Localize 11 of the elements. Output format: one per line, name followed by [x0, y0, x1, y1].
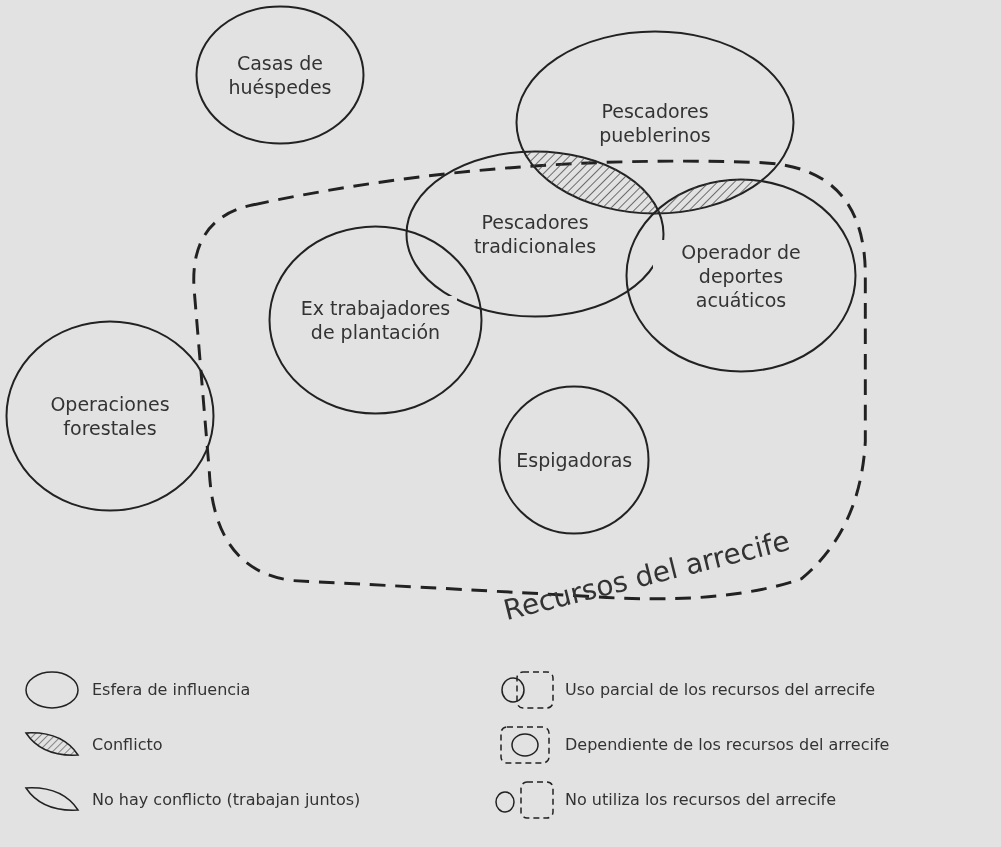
- conflict-area: [522, 150, 661, 214]
- legend-label: No utiliza los recursos del arrecife: [565, 790, 837, 809]
- ellipse: [195, 5, 365, 145]
- legend-label: Esfera de influencia: [92, 680, 251, 699]
- legend-label: No hay conflicto (trabajan juntos): [92, 790, 361, 809]
- region-label: Recursos del arrecife: [500, 524, 794, 628]
- legend-label: Dependiente de los recursos del arrecife: [565, 735, 890, 754]
- ellipse: [498, 385, 650, 535]
- legend-label: Uso parcial de los recursos del arrecife: [565, 680, 875, 699]
- ellipse: [5, 320, 215, 512]
- legend-label: Conflicto: [92, 735, 163, 754]
